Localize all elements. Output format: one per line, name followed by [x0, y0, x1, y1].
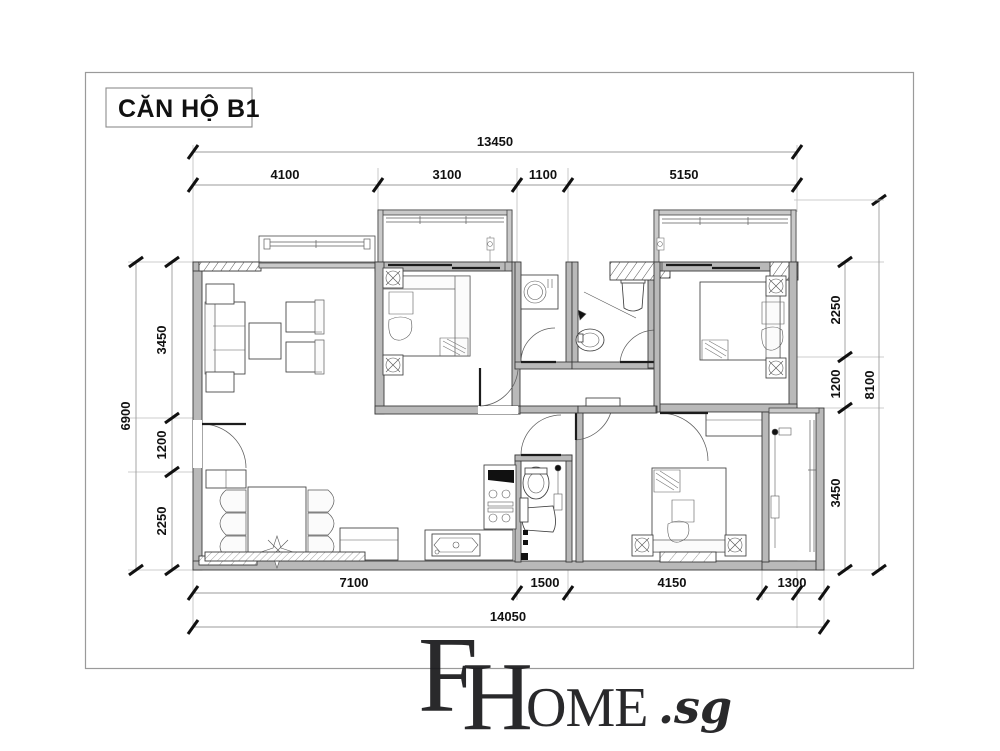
niche-corridor: [585, 397, 621, 407]
wall-wc1-left: [571, 261, 579, 369]
wall-hatch-master-entry: [609, 261, 657, 281]
cooktop-panel: [483, 464, 517, 530]
wall-logia-left: [761, 411, 770, 563]
wall-balcony1-top: [377, 209, 513, 216]
dim-left-overall: 6900: [118, 402, 133, 431]
dim-left-seg-1: 1200: [154, 431, 169, 460]
side-table-top: [205, 283, 235, 305]
armchair-bottom: [285, 339, 325, 375]
dim-top-seg-0: 4100: [271, 167, 300, 182]
page-title: CĂN HỘ B1: [118, 93, 260, 123]
dim-bottom-seg-3: 1300: [778, 575, 807, 590]
door-arc-laundry: [520, 327, 556, 363]
wall-balcony1-left: [377, 209, 384, 267]
kitchen-sink: [431, 533, 481, 557]
dining-chairs-left: [219, 489, 247, 559]
railing-master: [656, 237, 665, 251]
sofa-3-seat: [204, 283, 246, 393]
floor-drain-bath2: [521, 530, 528, 560]
door-leaf-master-sliding: [666, 263, 760, 270]
dim-bottom-seg-1: 1500: [531, 575, 560, 590]
double-bed-bedroom3: [651, 467, 727, 553]
shower-bath2: [553, 464, 563, 511]
dim-top-overall: 13450: [477, 134, 513, 149]
balcony-left-slab: [258, 235, 376, 264]
armchair-top: [285, 299, 325, 335]
door-arc-wc1: [619, 329, 655, 363]
nightstand-master-bottom: [765, 357, 787, 379]
dim-right-seg-2: 3450: [828, 479, 843, 508]
wall-bath2-right: [565, 454, 573, 563]
coffee-table: [248, 322, 282, 360]
dim-right-seg-1: 1200: [828, 370, 843, 399]
dim-left-seg-2: 2250: [154, 507, 169, 536]
dim-bottom-seg-2: 4150: [658, 575, 687, 590]
wall-laundry-left: [514, 261, 522, 369]
dining-table-set: [219, 486, 335, 569]
nightstand-bedroom1-bottom: [382, 354, 404, 376]
door-arc-bedroom1: [479, 369, 519, 407]
wall-hatch-topleft: [198, 261, 262, 272]
window-left-balcony: [263, 238, 371, 250]
nightstand-bedroom1-top: [382, 267, 404, 289]
wall-exterior-left: [192, 261, 203, 571]
wall-master-right: [788, 261, 798, 413]
nightstand-bedroom3-right: [724, 534, 747, 557]
wall-master-balcony-left: [653, 209, 660, 266]
wall-exterior-right: [815, 407, 825, 571]
door-arc-bath2: [520, 414, 562, 456]
dim-bottom-overall: 14050: [490, 609, 526, 624]
wall-master-left: [653, 261, 661, 413]
hatch-bedroom3-sill: [659, 551, 717, 563]
toilet-bath2: [519, 497, 556, 533]
dim-right-overall: 8100: [862, 371, 877, 400]
washing-machine: [520, 274, 559, 310]
double-bed-bedroom1: [382, 275, 471, 357]
wall-master-balcony-right: [790, 209, 797, 266]
window-master-balcony: [662, 217, 788, 225]
nightstand-bedroom3-left: [631, 534, 654, 557]
plan-geometry: [192, 209, 825, 571]
dim-top-seg-2: 1100: [529, 167, 557, 182]
wardrobe-master: [705, 411, 763, 437]
dooropening-bedroom1: [478, 406, 518, 414]
wall-balcony1-right: [506, 209, 513, 267]
dooropening-entry: [193, 420, 202, 468]
wall-master-balcony-top: [653, 209, 797, 216]
dim-left-seg-0: 3450: [154, 326, 169, 355]
sheet-frame: [84, 71, 915, 670]
wall-corridor-right: [577, 405, 657, 414]
washbasin-bath2: [522, 466, 550, 500]
dimension-layer: 13450 4100 3100 1100 5150: [118, 134, 887, 635]
title-box-border: [105, 87, 253, 128]
logia-drain: [770, 427, 792, 548]
double-bed-master: [699, 281, 785, 361]
wall-exterior-bottom-right: [761, 560, 825, 571]
dim-top-seg-3: 5150: [670, 167, 699, 182]
nightstand-master-top: [765, 275, 787, 297]
toilet-wc1: [620, 275, 646, 312]
title-block: CĂN HỘ B1: [105, 87, 260, 128]
wall-laundry-right: [565, 261, 573, 369]
dim-bottom-seg-0: 7100: [340, 575, 369, 590]
shower-wc1: [577, 291, 637, 321]
wall-logia-top: [768, 407, 820, 414]
wall-corridor-top: [519, 405, 579, 414]
hatch-floor-dining: [204, 551, 366, 562]
window-logia: [808, 420, 816, 552]
dim-top-seg-1: 3100: [433, 167, 462, 182]
window-bedroom1-balcony: [386, 216, 504, 224]
side-table-bottom: [205, 371, 235, 393]
dining-chairs-right: [307, 489, 335, 559]
washbasin-wc1: [575, 328, 605, 352]
door-leaf-bedroom1-sliding: [388, 263, 500, 270]
dim-right-seg-0: 2250: [828, 296, 843, 325]
